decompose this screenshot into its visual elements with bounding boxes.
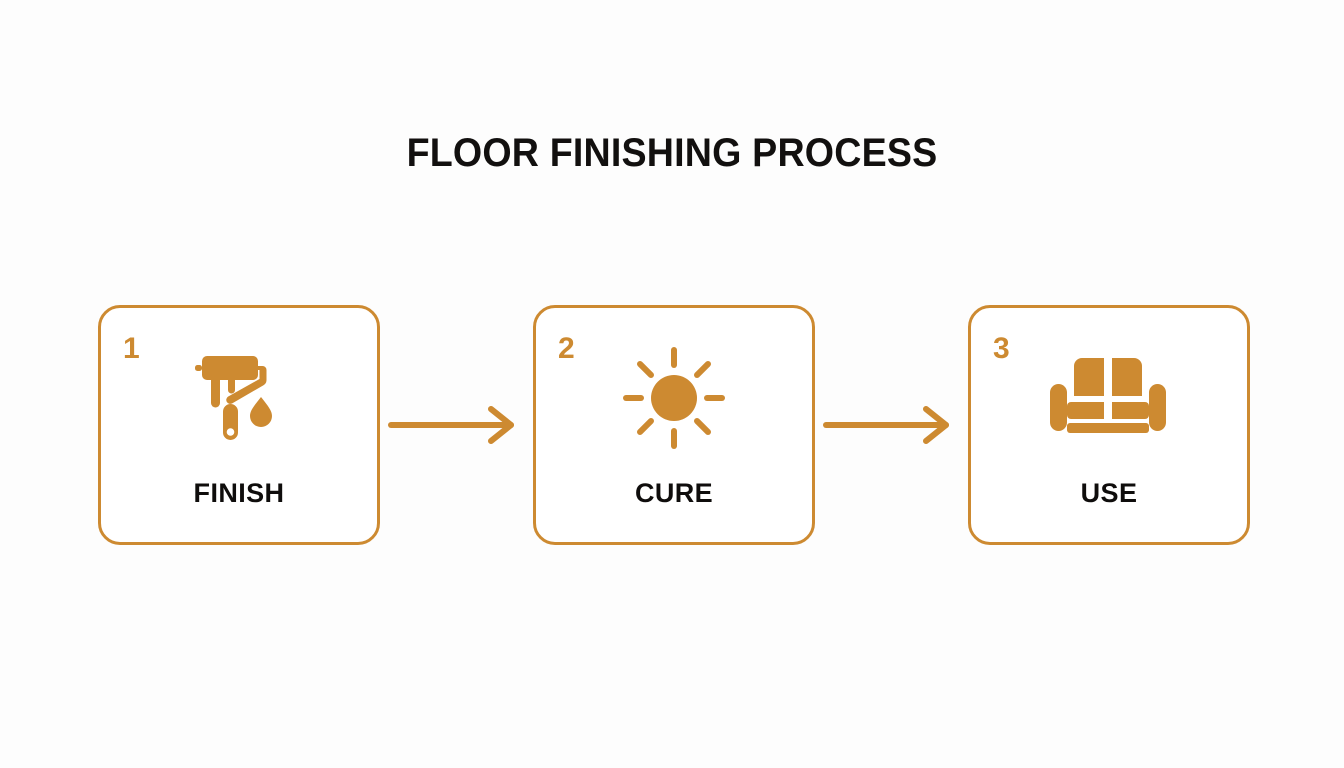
sofa-icon xyxy=(971,338,1247,458)
step-number: 3 xyxy=(993,332,1010,365)
step-label: FINISH xyxy=(193,478,285,508)
step-card-finish[interactable]: 1 xyxy=(98,305,380,545)
step-number: 1 xyxy=(123,332,140,365)
step-number: 2 xyxy=(558,332,575,365)
step-label: CURE xyxy=(634,478,714,508)
process-flow: 1 xyxy=(98,305,1250,545)
step-card-use[interactable]: 3 xyxy=(968,305,1250,545)
page-title: FLOOR FINISHING PROCESS xyxy=(406,131,938,175)
step-card-cure[interactable]: 2 CURE xyxy=(533,305,815,545)
arrow-right-icon xyxy=(819,403,965,447)
paint-roller-icon xyxy=(101,338,377,458)
step-label: USE xyxy=(1080,478,1138,508)
arrow-right-icon xyxy=(384,403,530,447)
sun-icon xyxy=(536,338,812,458)
